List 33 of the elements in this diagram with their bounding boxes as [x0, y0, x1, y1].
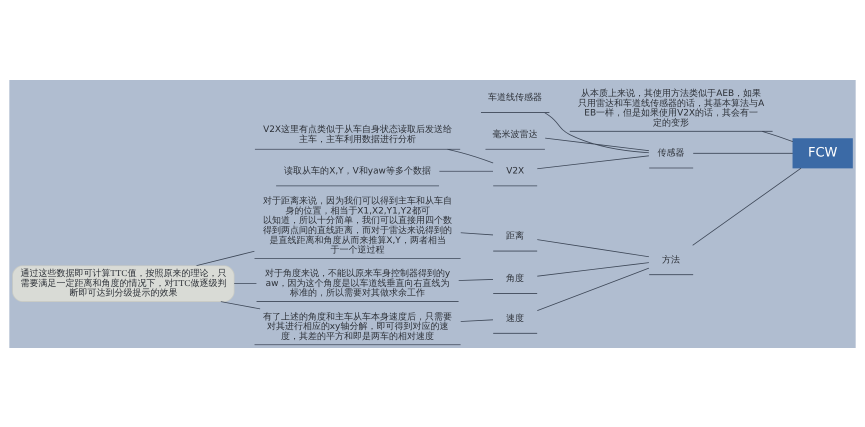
node-text: 车道线传感器 — [488, 92, 542, 103]
connector — [196, 250, 255, 266]
node-text: 角度 — [506, 274, 524, 284]
node-text: 对于角度来说，不能以原来车身控制器得到的yaw，因为这个角度是以车道线垂直向右直线为标准的，所以需要对其做求余工作 — [264, 268, 450, 298]
connector — [438, 170, 494, 172]
connector — [460, 318, 494, 322]
node-text: 毫米波雷达 — [492, 129, 538, 140]
connector — [536, 262, 650, 276]
node-text: V2X这里有点类似于从车自身状态读取后发送给主车，主车利用数据进行分析 — [263, 124, 452, 144]
connector — [446, 148, 494, 163]
connector — [762, 130, 794, 142]
connector — [460, 232, 494, 235]
connector — [220, 300, 261, 309]
node-box: 通过这些数据即可计算TTC值，按照原来的理论，只需要满足一定距离和角度的情况下，对TTC做逐级判断即可达到分级提示的效果 — [12, 264, 235, 302]
node-box: FCW — [792, 138, 853, 168]
node-text: 速度 — [506, 313, 524, 324]
connector — [536, 154, 650, 169]
connector — [458, 278, 494, 280]
connector — [692, 167, 802, 246]
connector — [536, 267, 650, 310]
connector — [692, 152, 794, 154]
node-text: V2X — [506, 166, 524, 176]
connector — [536, 238, 650, 257]
node-text: 读取从车的X,Y，V和yaw等多个数据 — [284, 166, 431, 176]
connector — [544, 112, 650, 153]
node-text: 传感器 — [658, 148, 685, 158]
node-text: 距离 — [506, 231, 524, 242]
node-text: 从本质上来说，其使用方法类似于AEB，如果只用雷达和车道线传感器的话，其基本算法与AEB一样，但是如果使用V2X的话，其会有一定的变形 — [578, 88, 764, 128]
node-text: 对于距离来说，因为我们可以得到主车和从车自身的位置，相当于X1,X2,Y1,Y2都可以知道，所以十分简单，我们可以直接用四个数得到两点间的直线距离，而对于雷达来说得到的是直线距离和角度从而来推算X,Y，两者相当于一个逆过程 — [263, 196, 452, 256]
connector — [544, 137, 650, 151]
connector — [234, 282, 257, 284]
node-text: 有了上述的角度和主车从车本身速度后，只需要对其进行相应的xy轴分解，即可得到对应的速度，其差的平方和即是两车的相对速度 — [263, 312, 452, 342]
node-text: 方法 — [662, 254, 680, 265]
